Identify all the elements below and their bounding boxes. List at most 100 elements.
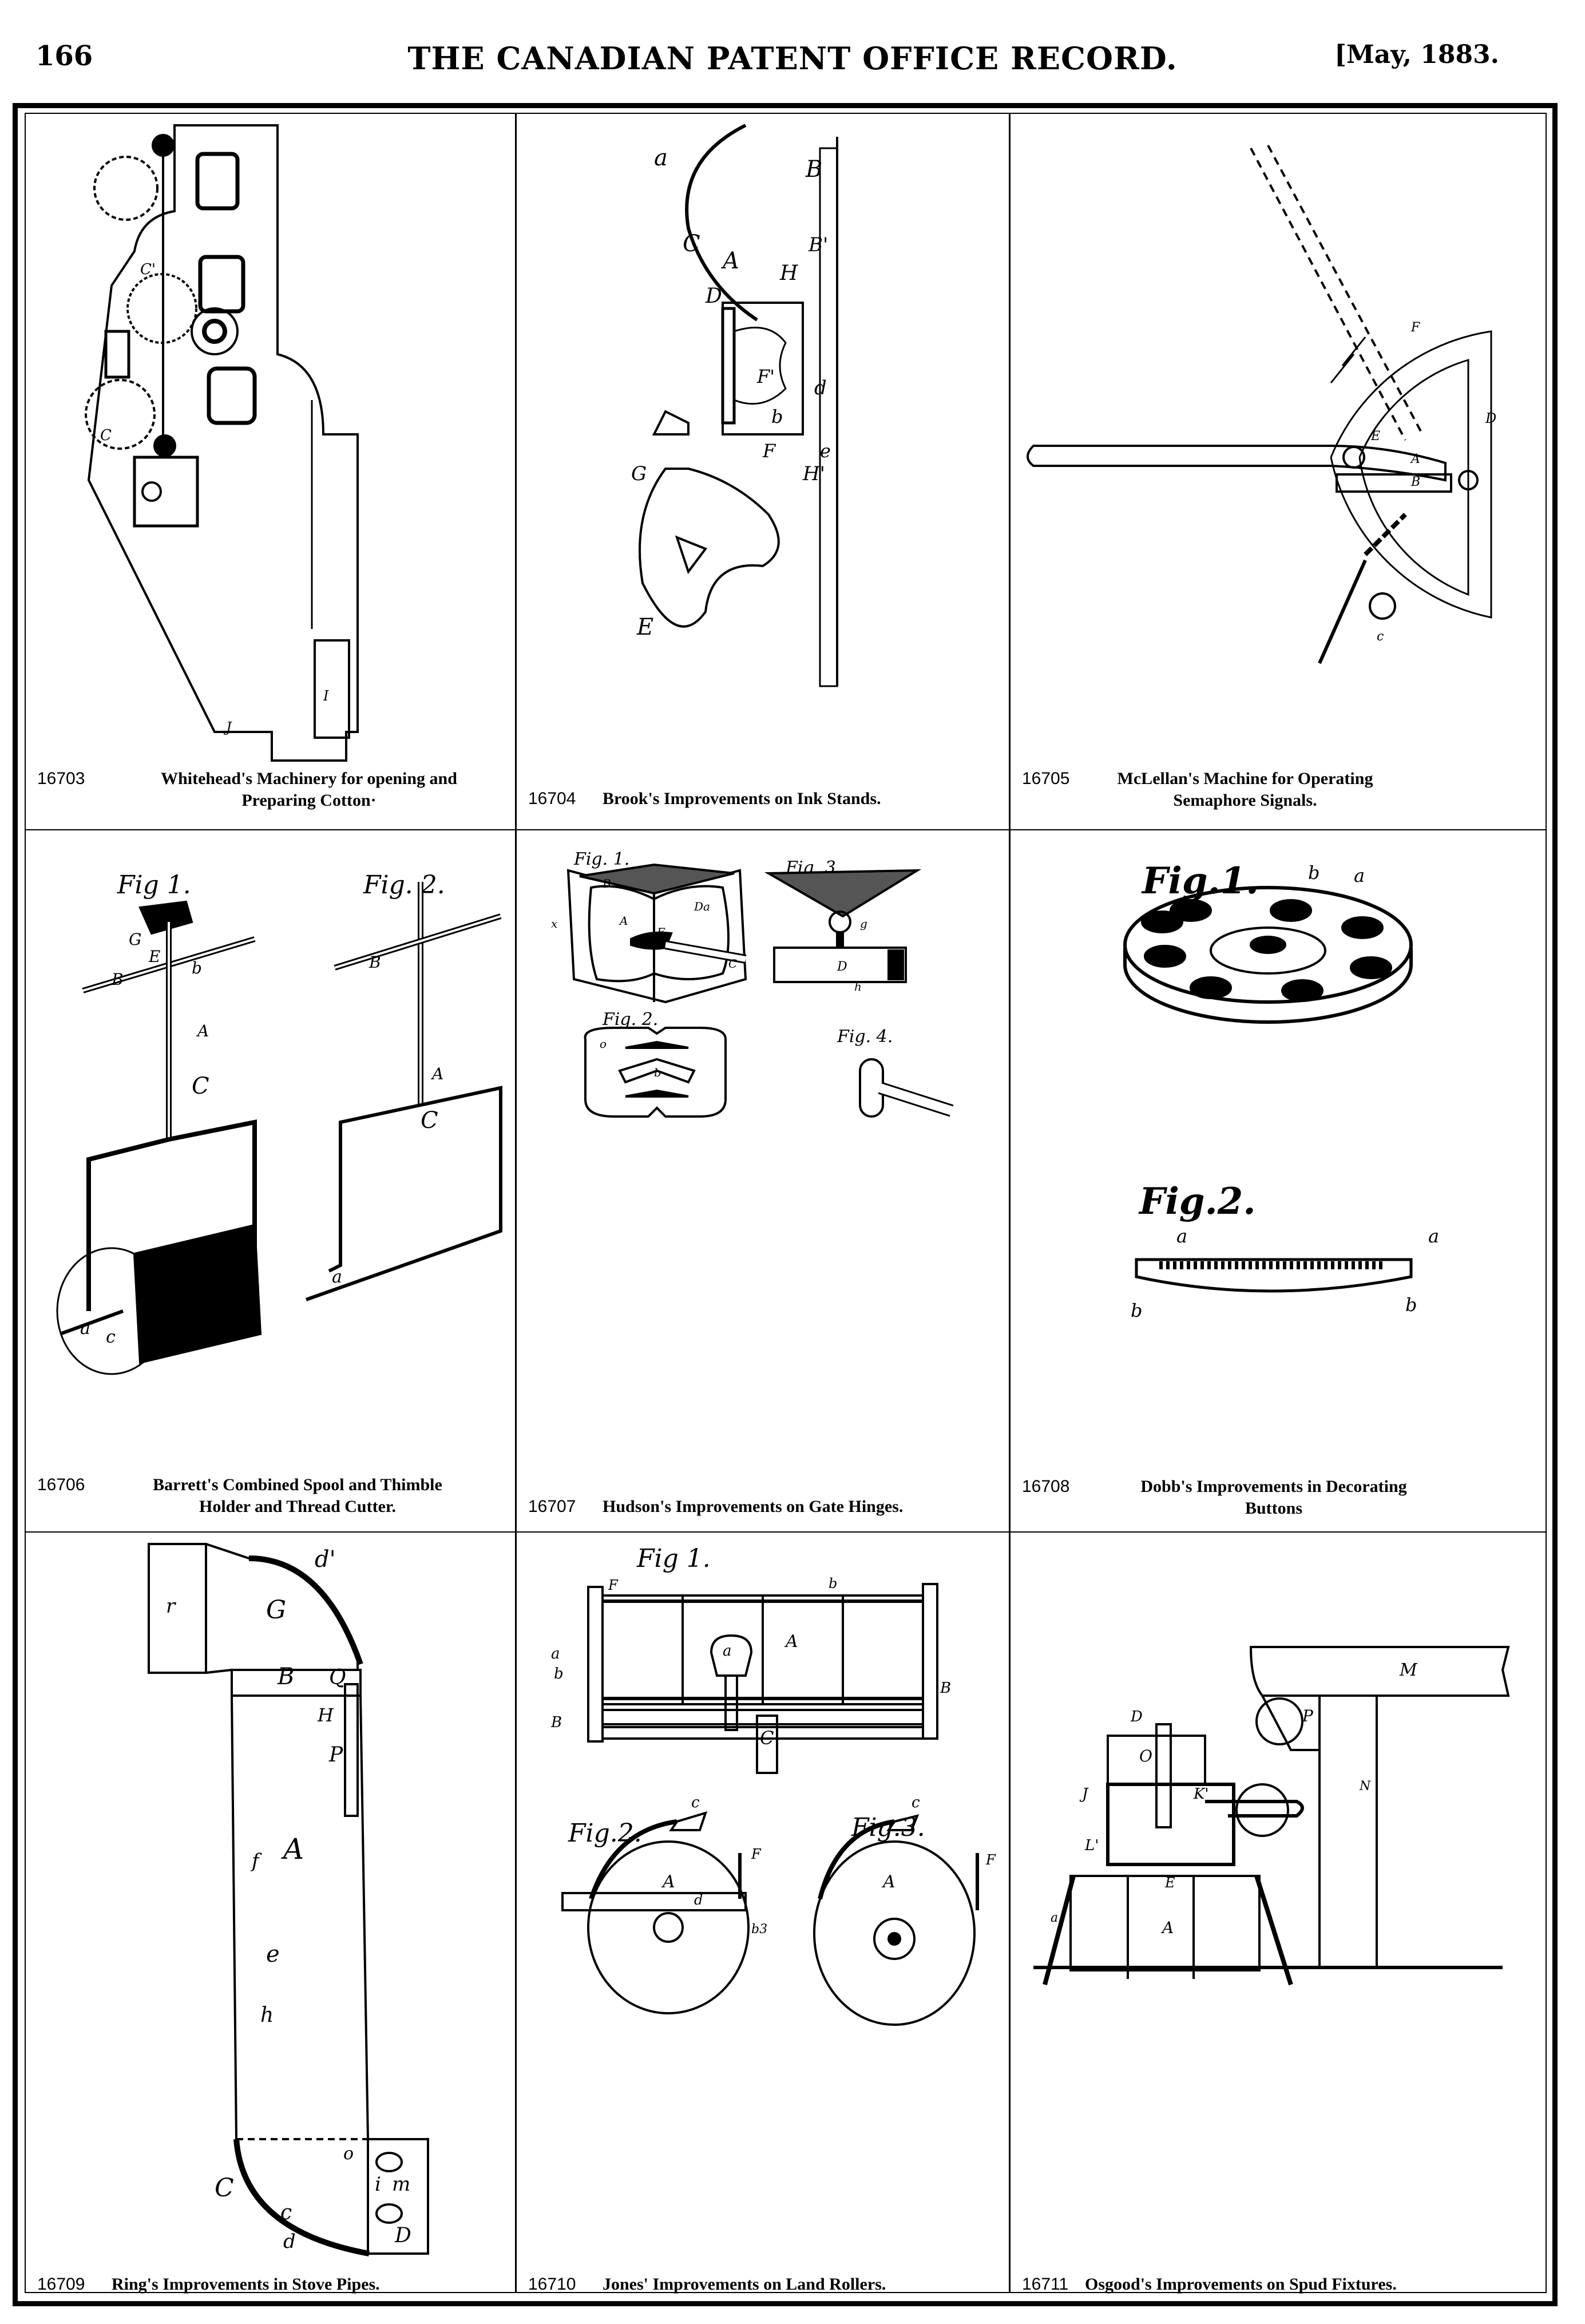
- figure-caption-label: Fig. 4.: [837, 1027, 893, 1047]
- figure-label: J: [1079, 1785, 1089, 1803]
- figure-label: C: [192, 1073, 209, 1099]
- figure-label: G: [129, 930, 141, 949]
- patent-cell: Fig 1. Fig.2. Fig.3.: [517, 1533, 1009, 2305]
- figure-label: b: [1308, 862, 1319, 884]
- patent-title-line: Preparing Cotton·: [241, 791, 377, 810]
- figure-label: a: [80, 1319, 90, 1339]
- patent-number: 16705: [1022, 769, 1070, 788]
- patent-cell: a B C B' A H D d F' b F G H' e E 16704 B…: [517, 114, 1009, 829]
- figure-label: E: [1370, 429, 1380, 444]
- figure-label: C: [421, 1107, 438, 1134]
- figure-label: H': [802, 462, 825, 485]
- patent-number: 16711: [1022, 2275, 1069, 2294]
- figure-label: B: [805, 156, 822, 183]
- patent-cell: M P D O J K' L' E A N a 16711 Osgood's I…: [1011, 1533, 1557, 2305]
- patent-title-line: Barrett's Combined Spool and Thimble: [153, 1475, 442, 1494]
- figure-label: d: [694, 1892, 703, 1908]
- figure-caption-label: Fig 1.: [117, 870, 191, 900]
- patent-title-line: Jones' Improvements on Land Rollers.: [603, 2275, 886, 2294]
- figure-label: h: [260, 2004, 274, 2027]
- grid-divider: [26, 829, 1546, 830]
- figure-caption-label: Fig.2.: [568, 1819, 642, 1848]
- figure-label: a: [1354, 865, 1365, 886]
- patent-title-line: Whitehead's Machinery for opening and: [161, 769, 457, 788]
- figure-label: A: [661, 1872, 675, 1892]
- figure-label: B: [1410, 475, 1420, 489]
- figure-label: A: [881, 1872, 895, 1892]
- page-number: 166: [35, 40, 93, 72]
- figure-label: m: [392, 2173, 410, 2196]
- figure-label: b: [1405, 1294, 1417, 1316]
- cotton-machinery-drawing: C' C J I: [85, 124, 359, 762]
- patent-cell: Fig. 1. Fig. 2. Fig. 3 Fig. 4.: [517, 830, 1009, 1531]
- figure-label: a: [654, 145, 668, 171]
- figure-label: B: [940, 1680, 951, 1697]
- patent-title: Brook's Improvements on Ink Stands.: [603, 788, 1003, 810]
- figure-label: B: [111, 970, 124, 989]
- figure-label: D: [1130, 1708, 1143, 1725]
- figure-label: a: [551, 1645, 560, 1662]
- patent-cell: C' C J I 16703 Whitehead's Machinery for…: [26, 114, 515, 829]
- figure-label: M: [1399, 1660, 1418, 1680]
- figure-label: C: [728, 957, 737, 971]
- figure-label: b: [192, 959, 202, 977]
- patent-title-line: Buttons: [1245, 1499, 1303, 1518]
- patent-cell: Fig.1. Fig.2. b a a a b: [1011, 830, 1557, 1531]
- figure-label: c: [280, 2201, 292, 2224]
- figure-label: O: [1139, 1747, 1152, 1765]
- figure-label: D: [705, 284, 722, 308]
- figure-label: Q: [329, 1666, 346, 1689]
- patent-number: 16708: [1022, 1477, 1070, 1496]
- figure-label: b3: [751, 1922, 767, 1937]
- page-date: [May, 1883.: [1334, 40, 1499, 69]
- figure-label: F': [756, 366, 775, 387]
- figure-label: f: [250, 1850, 262, 1872]
- figure-label: P: [328, 1743, 343, 1767]
- figure-label: G: [266, 1595, 286, 1625]
- patent-title: Hudson's Improvements on Gate Hinges.: [603, 1496, 1003, 1518]
- figure-caption-label: Fig 1.: [636, 1544, 711, 1573]
- figure-caption-label: Fig. 2.: [363, 870, 445, 900]
- figure-label: a: [332, 1267, 342, 1287]
- figure-label: A: [784, 1632, 798, 1652]
- figure-label: E: [148, 947, 160, 966]
- figure-label: F: [140, 1336, 153, 1356]
- figure-label: D: [1485, 410, 1496, 426]
- figure-label: a: [723, 1642, 732, 1660]
- figure-label: D: [394, 2224, 411, 2247]
- patent-number: 16703: [37, 769, 85, 788]
- patent-number: 16706: [37, 1475, 85, 1494]
- figure-label: E: [636, 614, 653, 640]
- figure-label: h: [854, 980, 862, 993]
- figure-label: F: [985, 1852, 996, 1868]
- patent-title-line: Ring's Improvements in Stove Pipes.: [112, 2275, 380, 2294]
- patent-number: 16707: [528, 1497, 576, 1516]
- figure-label: P: [1302, 1707, 1314, 1725]
- land-roller-drawing: Fig 1. Fig.2. Fig.3.: [550, 1544, 996, 2026]
- stove-pipe-drawing: r G d' B Q H P A f e h o i m C c d D: [148, 1543, 429, 2256]
- patent-title-line: McLellan's Machine for Operating: [1117, 769, 1373, 788]
- patent-number: 16710: [528, 2275, 576, 2294]
- figure-label: r: [166, 1595, 176, 1618]
- figure-label: L': [1084, 1837, 1099, 1854]
- figure-label: N: [1359, 1779, 1371, 1794]
- grid-divider: [1009, 114, 1011, 2292]
- figure-caption-label: Fig. 2.: [602, 1009, 658, 1030]
- figure-label: i: [375, 2173, 381, 2196]
- patent-title: Dobb's Improvements in Decorating Button…: [1091, 1476, 1457, 1519]
- semaphore-machine-drawing: D E A B c F: [1027, 145, 1496, 664]
- figure-label: H: [779, 262, 798, 285]
- figure-label: A: [619, 914, 628, 928]
- figure-label: A: [1410, 452, 1420, 466]
- figure-label: I: [323, 688, 329, 704]
- spool-thimble-holder-drawing: Fig 1. Fig. 2. G E B b A: [56, 870, 502, 1375]
- figure-label: a: [1051, 1911, 1058, 1925]
- page-title: THE CANADIAN PATENT OFFICE RECORD.: [407, 40, 1178, 77]
- figure-label: b: [554, 1665, 564, 1682]
- figure-label: E: [656, 925, 665, 939]
- figure-label: e: [266, 1941, 280, 1967]
- figure-label: F: [751, 1846, 762, 1862]
- gate-hinge-drawing: Fig. 1. Fig. 2. Fig. 3 Fig. 4.: [551, 849, 954, 1118]
- figure-label: B: [277, 1664, 294, 1690]
- patent-title-line: Semaphore Signals.: [1173, 791, 1317, 810]
